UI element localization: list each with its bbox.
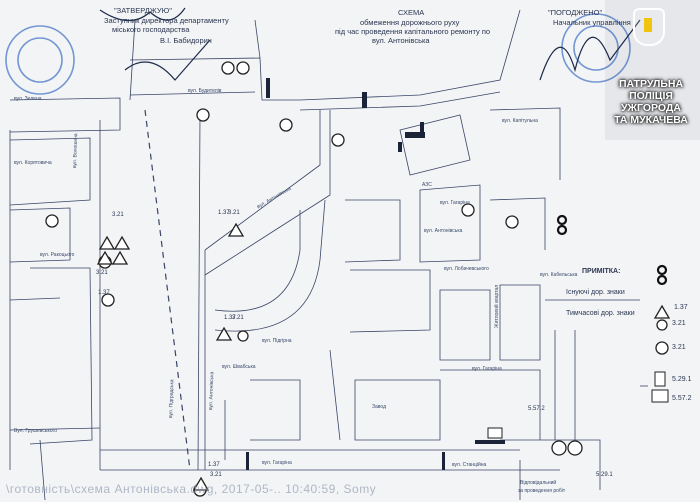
sign-code: 5.29.1 xyxy=(596,472,613,478)
agreed-role: Начальник управління xyxy=(553,18,631,27)
work-responsible-2: за проведення робіт xyxy=(518,488,566,494)
approved-label: "ЗАТВЕРДЖУЮ" xyxy=(114,6,172,15)
sign-code: 3.21 xyxy=(210,472,222,478)
approved-role-1: Заступник директора департаменту xyxy=(104,16,229,25)
legend-code-1-37: 1.37 xyxy=(674,304,688,311)
legend-existing-signs: Існуючі дор. знаки xyxy=(566,289,625,296)
street-label: вул. Будителів xyxy=(188,88,222,94)
street-label: вул. Гагаріна xyxy=(440,200,470,206)
street-label: вул. Капітульна xyxy=(502,118,538,124)
approved-name: В.І. Бабидорич xyxy=(160,36,212,45)
police-badge-icon xyxy=(633,8,665,46)
agreed-label: "ПОГОДЖЕНО" xyxy=(548,8,603,17)
street-label: вул. Волошина xyxy=(72,133,80,169)
legend-title: ПРИМІТКА: xyxy=(582,268,621,275)
overlay-text: ПАТРУЛЬНА ПОЛІЦІЯ УЖГОРОДА ТА МУКАЧЕВА xyxy=(605,78,697,126)
street-label: вул. Підгірна xyxy=(262,338,292,344)
scheme-title: СХЕМА xyxy=(398,8,425,17)
legend-code-3-21: 3.21 xyxy=(672,320,686,327)
scheme-subtitle-1: обмеження дорожнього руху xyxy=(360,18,460,27)
legend-code-5-57-2: 5.57.2 xyxy=(672,395,692,402)
street-label: Завод xyxy=(372,404,386,410)
street-label: Житловий квартал xyxy=(494,284,500,328)
street-label: вул. Станційна xyxy=(452,462,487,468)
scheme-subtitle-3: вул. Антонівська xyxy=(372,36,430,45)
street-label: вул. Лобачевського xyxy=(444,266,489,272)
scheme-subtitle-2: під час проведення капітального ремонту … xyxy=(335,27,491,36)
street-label: Вул. Грушевського xyxy=(14,428,58,434)
overlay-line-4: ТА МУКАЧЕВА xyxy=(614,114,688,126)
street-label: вул. Зелена xyxy=(14,96,42,102)
sign-code: 3.21 xyxy=(96,270,108,276)
legend-code-3-21-b: 3.21 xyxy=(672,344,686,351)
sign-code: 3.21 xyxy=(232,315,244,321)
work-responsible-1: Відповідальний xyxy=(520,480,557,486)
overlay-line-1: ПАТРУЛЬНА xyxy=(618,78,684,90)
sign-code: 1.37 xyxy=(224,315,236,321)
street-label: вул. Ракоцього xyxy=(40,252,75,258)
street-label: вул. Гагаріна xyxy=(262,460,292,466)
street-label: вул. Антонівська xyxy=(424,228,463,234)
patrol-police-overlay: ПАТРУЛЬНА ПОЛІЦІЯ УЖГОРОДА ТА МУКАЧЕВА xyxy=(605,8,697,136)
sign-code: 1.37 xyxy=(208,462,220,468)
legend-code-5-29-1: 5.29.1 xyxy=(672,376,692,383)
overlay-line-3: УЖГОРОДА xyxy=(621,102,681,114)
overlay-line-2: ПОЛІЦІЯ xyxy=(629,90,673,102)
file-path-watermark: \готовність\схема Антонівська.dwg, 2017-… xyxy=(6,482,377,496)
sign-code: 5.57.2 xyxy=(528,406,545,412)
sign-code: 3.21 xyxy=(112,212,124,218)
street-label: АЗС xyxy=(422,182,432,188)
street-label: вул. Гагаріна xyxy=(472,366,502,372)
sign-code: 1.37 xyxy=(98,290,110,296)
sign-code: 1.37 xyxy=(218,210,230,216)
street-label: вул. Швабська xyxy=(222,364,256,370)
legend-temporary-signs: Тимчасові дор. знаки xyxy=(566,310,635,317)
street-label: вул. Корятовича xyxy=(14,160,52,166)
street-label: вул. Кабельська xyxy=(540,272,578,278)
approved-role-2: міського господарства xyxy=(112,25,190,34)
sign-code: 3.21 xyxy=(228,210,240,216)
